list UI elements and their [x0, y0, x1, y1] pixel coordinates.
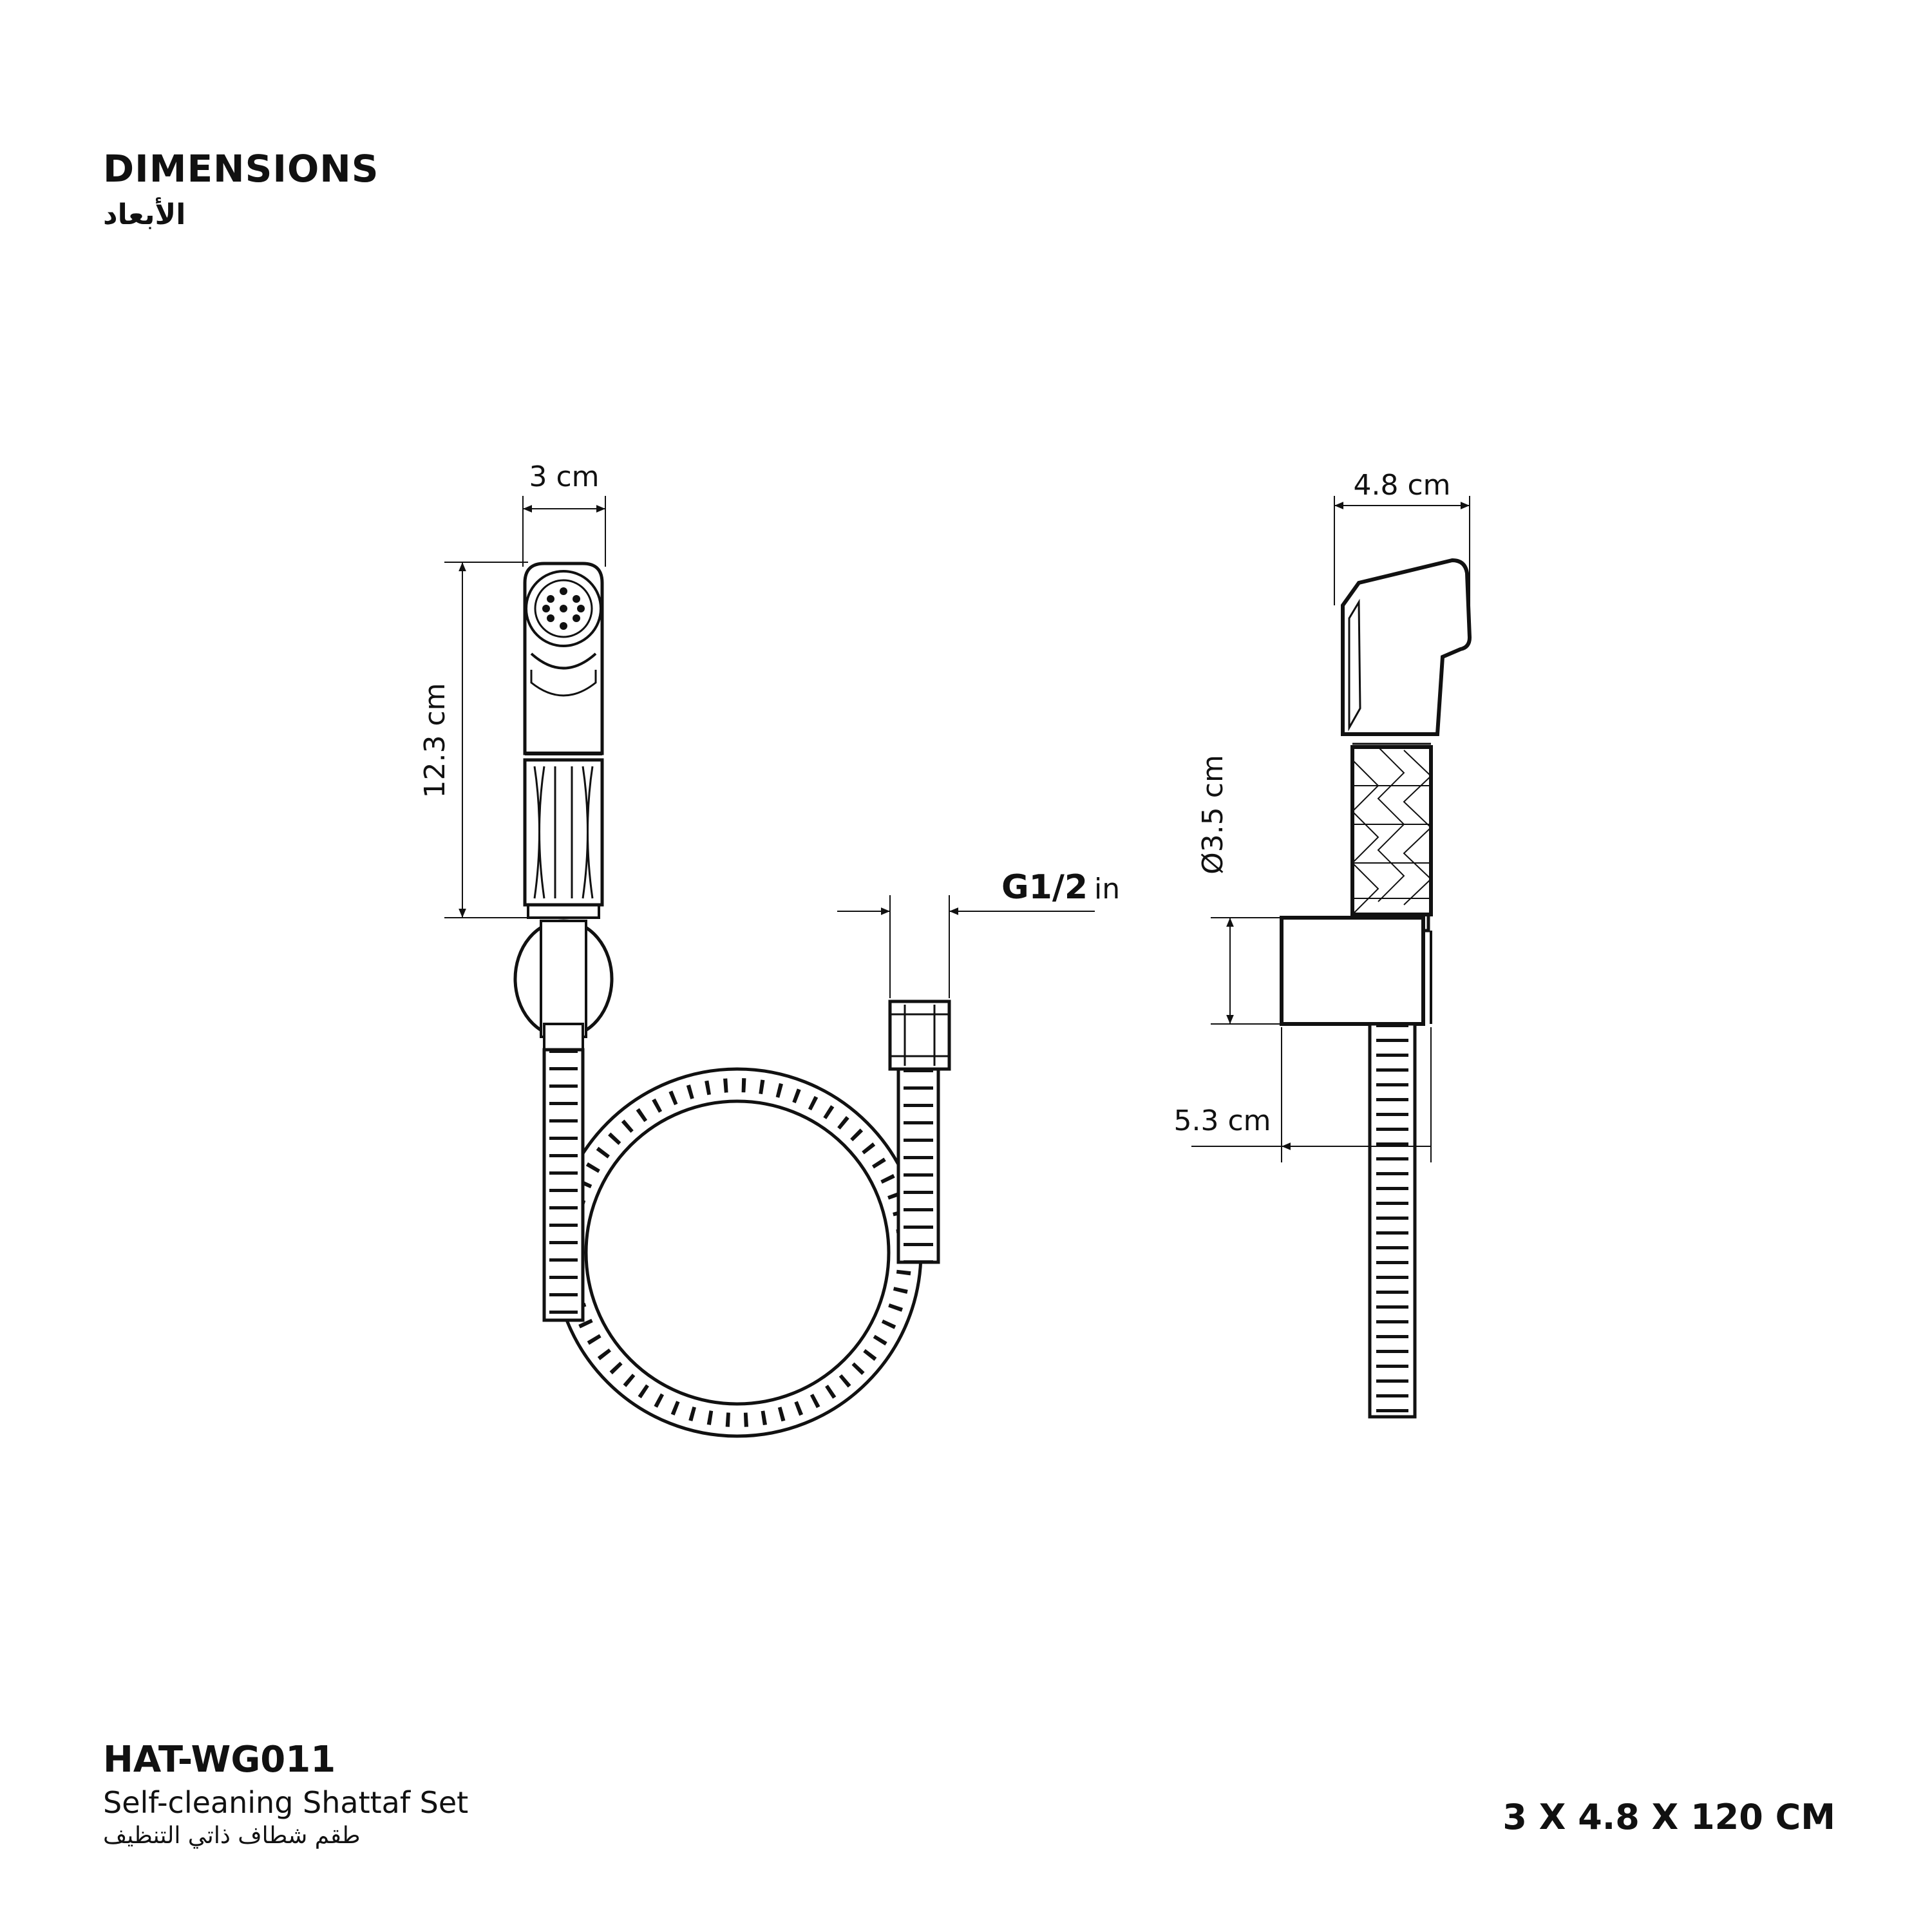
page-title-arabic: الأبعاد — [103, 198, 186, 231]
dim-bracket — [1191, 1027, 1432, 1162]
shattaf-head-side — [1341, 558, 1472, 745]
spray-nozzle-holes — [542, 587, 585, 630]
thread-label-bold: G1/2 — [1001, 868, 1088, 907]
product-name-arabic: طقم شطاف ذاتي التنظيف — [103, 1823, 361, 1849]
dim-thread — [837, 895, 1095, 998]
dim-diameter — [1211, 917, 1282, 1025]
page-title: DIMENSIONS — [103, 147, 379, 191]
hose-holder-front — [513, 919, 614, 1051]
coiled-hose — [542, 1048, 940, 1438]
hose-side — [1368, 1022, 1417, 1419]
side-width-label: 4.8 cm — [1353, 469, 1450, 502]
knurled-handle-side — [1350, 745, 1433, 933]
bracket-label: 5.3 cm — [1173, 1104, 1271, 1137]
model-number: HAT-WG011 — [103, 1739, 336, 1781]
thread-label-unit: in — [1094, 873, 1120, 905]
front-height-label: 12.3 cm — [419, 683, 451, 798]
g12-connector-nut — [888, 999, 951, 1071]
side-view — [1191, 496, 1472, 1419]
knurled-handle-front — [523, 758, 604, 919]
overall-dimensions: 3 X 4.8 X 120 CM — [1502, 1797, 1835, 1837]
dim-front-height — [444, 562, 528, 918]
diameter-label: Ø3.5 cm — [1197, 755, 1229, 875]
front-view — [444, 496, 1095, 1438]
dim-side-width — [1334, 496, 1470, 605]
front-width-label: 3 cm — [529, 460, 599, 493]
shattaf-head-front — [523, 562, 604, 761]
product-name: Self-cleaning Shattaf Set — [103, 1785, 469, 1820]
hose-holder-side — [1280, 916, 1432, 1026]
dim-front-width — [522, 496, 606, 567]
